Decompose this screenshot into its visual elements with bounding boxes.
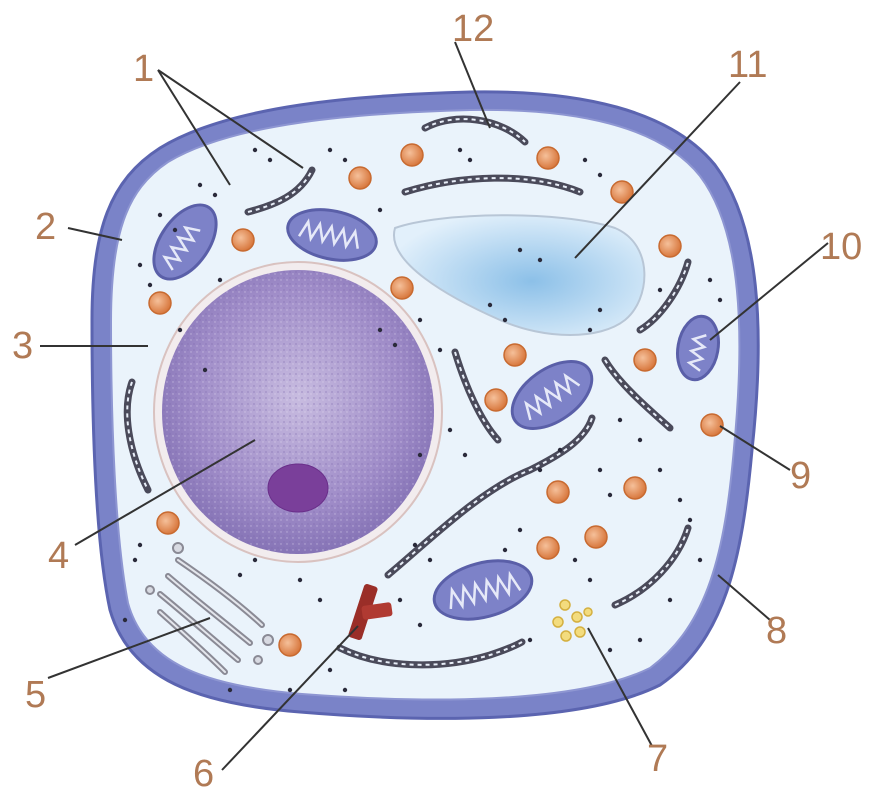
vesicle (232, 229, 254, 251)
ribosome-dot (458, 148, 462, 152)
ribosome-dot (213, 193, 217, 197)
vesicle (701, 414, 723, 436)
ribosome-dot (328, 148, 332, 152)
vesicle (547, 481, 569, 503)
ribosome-dot (573, 558, 577, 562)
ribosome-dot (583, 158, 587, 162)
ribosome-dot (253, 148, 257, 152)
label-7: 7 (647, 740, 668, 778)
vesicle (157, 512, 179, 534)
ribosome-dot (268, 158, 272, 162)
ribosome-dot (598, 308, 602, 312)
ribosome-dot (123, 618, 127, 622)
label-9: 9 (790, 457, 811, 495)
ribosome-dot (178, 328, 182, 332)
ribosome-dot (138, 263, 142, 267)
ribosome-dot (528, 638, 532, 642)
ribosome-dot (538, 468, 542, 472)
ribosome-dot (718, 298, 722, 302)
vesicle (279, 634, 301, 656)
label-12: 12 (452, 10, 494, 48)
label-11: 11 (728, 46, 767, 84)
label-1: 1 (133, 50, 154, 88)
ribosome-dot (138, 543, 142, 547)
label-2: 2 (35, 208, 56, 246)
ribosome-dot (418, 453, 422, 457)
ribosome-dot (198, 183, 202, 187)
ribosome-dot (448, 428, 452, 432)
label-6: 6 (193, 755, 214, 793)
label-4: 4 (48, 537, 69, 575)
ribosome-dot (503, 548, 507, 552)
ribosome-dot (518, 248, 522, 252)
vesicle (624, 477, 646, 499)
ribosome-dot (503, 318, 507, 322)
vesicle (349, 167, 371, 189)
nucleolus (268, 464, 328, 512)
ribosome-dot (658, 468, 662, 472)
ribosome-dot (148, 283, 152, 287)
ribosome-dot (428, 558, 432, 562)
label-5: 5 (25, 676, 46, 714)
ribosome-dot (393, 343, 397, 347)
ribosome-dot (203, 368, 207, 372)
ribosome-dot (708, 278, 712, 282)
ribosome-dot (598, 173, 602, 177)
ribosome-dot (238, 573, 242, 577)
ribosome-dot (343, 158, 347, 162)
ribosome-dot (418, 318, 422, 322)
ribosome-dot (328, 668, 332, 672)
ribosome-dot (218, 278, 222, 282)
label-10: 10 (820, 228, 862, 266)
ribosome-dot (378, 208, 382, 212)
vesicle (585, 526, 607, 548)
ribosome-dot (463, 453, 467, 457)
ribosome-dot (618, 418, 622, 422)
ribosome-dot (518, 528, 522, 532)
ribosome-dot (678, 498, 682, 502)
ribosome-dot (318, 598, 322, 602)
ribosome-dot (398, 598, 402, 602)
ribosome-dot (158, 213, 162, 217)
vesicle (504, 344, 526, 366)
ribosome-dot (133, 558, 137, 562)
vesicle (537, 147, 559, 169)
ribosome-dot (488, 303, 492, 307)
ribosome-dot (588, 578, 592, 582)
ribosome-dot (413, 543, 417, 547)
ribosome-dot (468, 158, 472, 162)
ribosome-dot (588, 328, 592, 332)
label-8: 8 (766, 612, 787, 650)
label-3: 3 (12, 327, 33, 365)
ribosome-dot (298, 578, 302, 582)
ribosome-dot (418, 623, 422, 627)
ribosome-dot (688, 518, 692, 522)
ribosome-dot (658, 288, 662, 292)
vesicle (659, 235, 681, 257)
ribosome-dot (538, 258, 542, 262)
ribosome-dot (288, 688, 292, 692)
ribosome-dot (638, 638, 642, 642)
ribosome-dot (343, 688, 347, 692)
ribosome-dot (608, 493, 612, 497)
ribosome-dot (228, 688, 232, 692)
vesicle (634, 349, 656, 371)
ribosome-dot (378, 328, 382, 332)
ribosome-dot (558, 448, 562, 452)
ribosome-dot (598, 468, 602, 472)
vesicle (485, 389, 507, 411)
ribosome-dot (173, 228, 177, 232)
vesicle (401, 144, 423, 166)
ribosome-dot (638, 438, 642, 442)
ribosome-dot (253, 558, 257, 562)
ribosome-dot (668, 598, 672, 602)
vesicle (391, 277, 413, 299)
vesicle (537, 537, 559, 559)
ribosome-dot (608, 648, 612, 652)
vesicle (149, 292, 171, 314)
ribosome-dot (698, 558, 702, 562)
ribosome-dot (438, 348, 442, 352)
